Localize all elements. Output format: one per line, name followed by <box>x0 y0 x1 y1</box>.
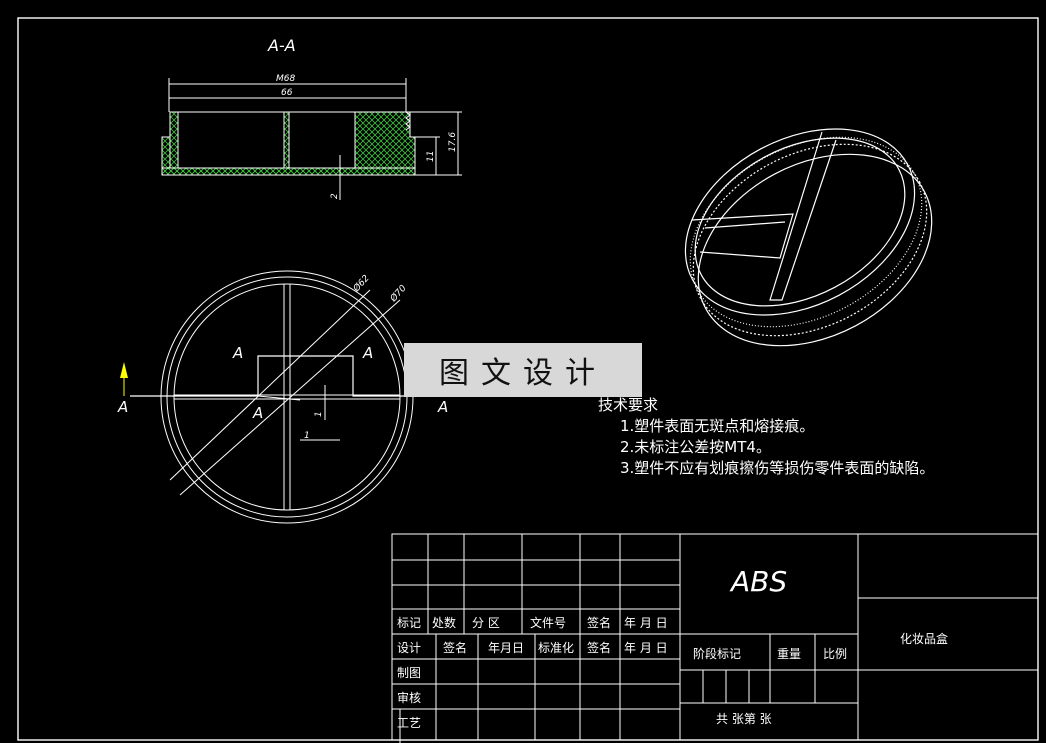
dim-phi70: Ø70 <box>387 283 408 305</box>
dim-1-horizontal: 1 <box>304 431 310 441</box>
notes-item: 1.塑件表面无斑点和熔接痕。 <box>620 417 815 435</box>
section-arrow-icon <box>120 362 128 378</box>
section-label: A-A <box>267 36 296 55</box>
dim-1-vertical: 1 <box>314 411 324 417</box>
notes-item: 2.未标注公差按MT4。 <box>620 438 771 456</box>
material-label: ABS <box>729 565 787 598</box>
cut-label-a5: A <box>437 398 448 416</box>
dim-11: 11 <box>426 151 436 162</box>
cut-label-a2: A <box>232 344 243 362</box>
tb-design-5: 年 月 日 <box>624 641 668 655</box>
tb-design-4: 签名 <box>587 640 611 655</box>
watermark: 图文设计 <box>404 343 642 397</box>
technical-notes: 技术要求 1.塑件表面无斑点和熔接痕。 2.未标注公差按MT4。 3.塑件不应有… <box>598 395 934 479</box>
tb-rev-1: 处数 <box>432 615 456 630</box>
tb-weight: 重量 <box>777 647 801 661</box>
tb-rev-4: 签名 <box>587 615 611 630</box>
notes-item: 3.塑件不应有划痕擦伤等损伤零件表面的缺陷。 <box>620 459 935 477</box>
tb-rev-5: 年 月 日 <box>624 616 668 630</box>
tb-rev-2: 分 区 <box>472 616 500 630</box>
isometric-view <box>684 128 933 347</box>
tb-design-0: 设计 <box>397 641 421 655</box>
dim-66: 66 <box>281 88 293 98</box>
notes-title: 技术要求 <box>598 396 659 414</box>
tb-draw: 制图 <box>397 666 421 680</box>
tb-design-1: 签名 <box>443 640 467 655</box>
dim-17-6: 17.6 <box>448 132 458 152</box>
cut-label-a3: A <box>362 344 373 362</box>
cut-label-a4: A <box>252 404 263 422</box>
tb-design-3: 标准化 <box>538 641 574 655</box>
tb-rev-0: 标记 <box>397 616 421 630</box>
tb-stage-mark: 阶段标记 <box>693 646 741 661</box>
watermark-text: 图文设计 <box>439 356 607 391</box>
tb-review: 审核 <box>397 690 421 705</box>
part-name: 化妆品盒 <box>900 631 948 646</box>
cut-label-a1: A <box>117 398 128 416</box>
top-view <box>130 270 420 524</box>
dim-m68: M68 <box>276 74 295 84</box>
tb-scale: 比例 <box>823 647 847 661</box>
title-block-grid <box>391 533 1039 743</box>
tb-sheets: 共 张第 张 <box>716 712 772 726</box>
dim-2: 2 <box>330 193 340 199</box>
section-view: A-A M68 66 17.6 11 2 <box>161 36 462 200</box>
tb-process: 工艺 <box>397 716 421 730</box>
tb-design-2: 年月日 <box>488 641 524 655</box>
tb-rev-3: 文件号 <box>530 615 566 630</box>
